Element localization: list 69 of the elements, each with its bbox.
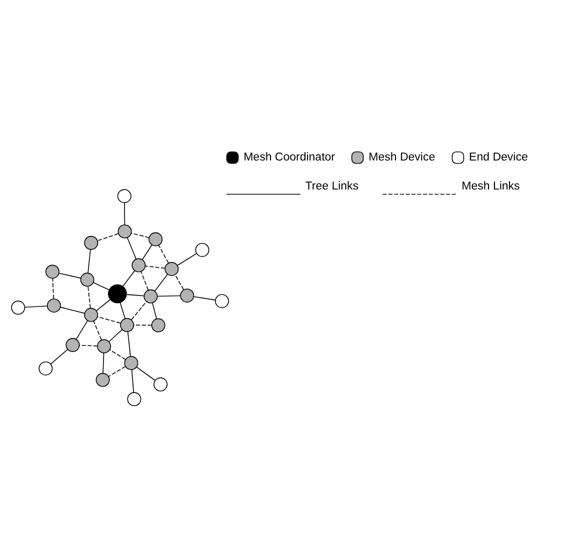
node-circle <box>46 298 61 313</box>
connector <box>96 233 119 242</box>
node-circle <box>117 189 132 204</box>
connector <box>60 306 86 314</box>
connector <box>76 320 88 340</box>
connector <box>78 344 98 346</box>
connector <box>131 369 134 393</box>
node-circle <box>154 377 168 392</box>
node-circle <box>45 264 60 279</box>
connector <box>52 278 54 300</box>
connector <box>88 286 91 309</box>
connector <box>58 272 82 279</box>
node-circle <box>118 224 132 238</box>
connector <box>130 301 147 320</box>
connector <box>124 202 126 226</box>
legend-label: Mesh Links <box>462 180 520 192</box>
node-circle <box>97 339 112 354</box>
connector <box>176 253 197 266</box>
connector <box>122 270 135 287</box>
node-circle <box>180 288 194 303</box>
connector <box>144 266 166 269</box>
connector <box>97 316 121 324</box>
legend-label: Mesh Coordinator <box>244 152 335 164</box>
node-circle <box>66 338 80 352</box>
node-circle <box>148 232 163 246</box>
connector <box>50 349 68 364</box>
connector <box>109 349 126 360</box>
node-circle <box>84 236 98 250</box>
connector <box>133 324 152 326</box>
connector <box>120 302 126 320</box>
node-circle <box>144 289 158 304</box>
connector <box>140 271 149 291</box>
node-circle <box>124 356 138 370</box>
connector <box>174 274 184 290</box>
node-circle <box>164 262 179 276</box>
legend-label: End Device <box>469 152 528 164</box>
node-circle <box>214 294 229 308</box>
legend-label: Tree Links <box>305 180 359 192</box>
connector <box>126 237 137 260</box>
connector <box>154 274 168 292</box>
connector <box>152 302 158 320</box>
node-circle <box>195 242 210 257</box>
node-circle <box>11 300 26 315</box>
connector <box>127 331 131 357</box>
connector <box>108 329 123 342</box>
connector <box>126 294 144 296</box>
node-circle <box>120 318 134 332</box>
connector <box>88 249 91 274</box>
legend-label: Mesh Device <box>368 152 436 164</box>
node-circle <box>38 361 53 376</box>
connector <box>142 244 152 260</box>
connector <box>156 295 181 297</box>
connector <box>96 299 111 312</box>
connector <box>92 282 110 290</box>
node-circle <box>108 284 127 304</box>
connector <box>130 232 150 238</box>
connector <box>136 366 156 381</box>
node-circle <box>80 272 94 287</box>
connector <box>102 352 104 374</box>
node-circle <box>132 258 146 272</box>
connector <box>193 296 216 300</box>
connector <box>24 306 48 308</box>
connector <box>108 366 126 377</box>
node-circle <box>127 392 142 406</box>
node-circle <box>151 318 166 332</box>
connector <box>158 244 169 264</box>
node-circle <box>84 308 98 322</box>
connector <box>93 320 102 340</box>
node-circle <box>96 372 110 387</box>
